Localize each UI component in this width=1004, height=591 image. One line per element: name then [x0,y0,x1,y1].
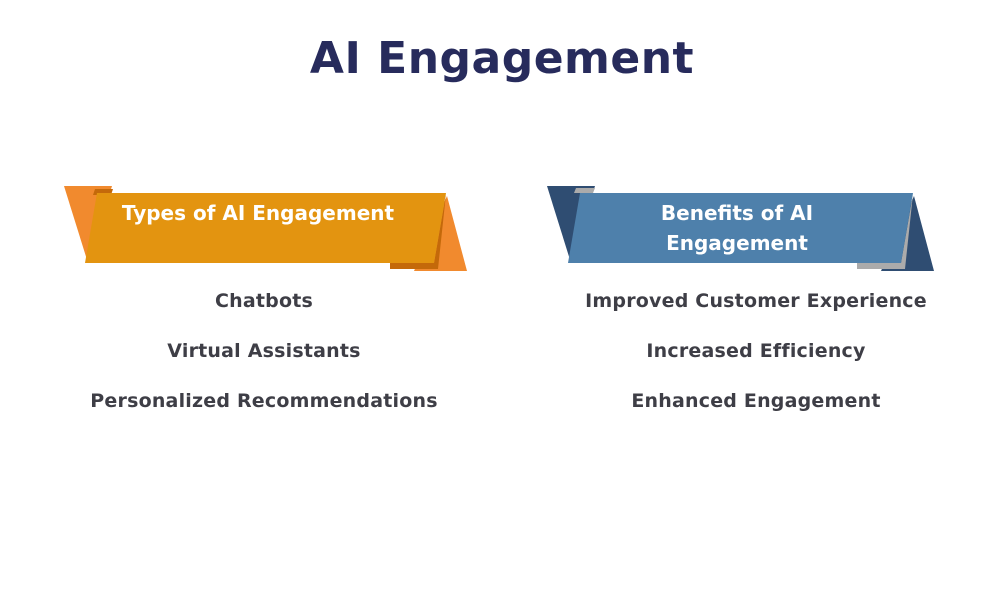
list-item: Virtual Assistants [167,340,361,362]
benefits-ribbon-graphic [547,186,934,271]
list-item: Chatbots [214,290,314,312]
ribbon-body [568,193,913,263]
benefits-list: Improved Customer Experience Increased E… [556,276,956,426]
list-item: Improved Customer Experience [585,290,927,312]
page-title: AI Engagement [309,33,695,84]
ribbon-left-fold-shadow [574,188,595,193]
benefits-ribbon-heading: Benefits of AI Engagement [660,201,814,255]
list-item: Personalized Recommendations [90,390,438,412]
types-ribbon-heading: Types of AI Engagement [121,201,395,225]
list-item: Enhanced Engagement [631,390,881,412]
types-ribbon-graphic [64,186,467,271]
ribbon-body [85,193,446,263]
types-list: Chatbots Virtual Assistants Personalized… [64,276,464,426]
list-item: Increased Efficiency [646,340,866,362]
